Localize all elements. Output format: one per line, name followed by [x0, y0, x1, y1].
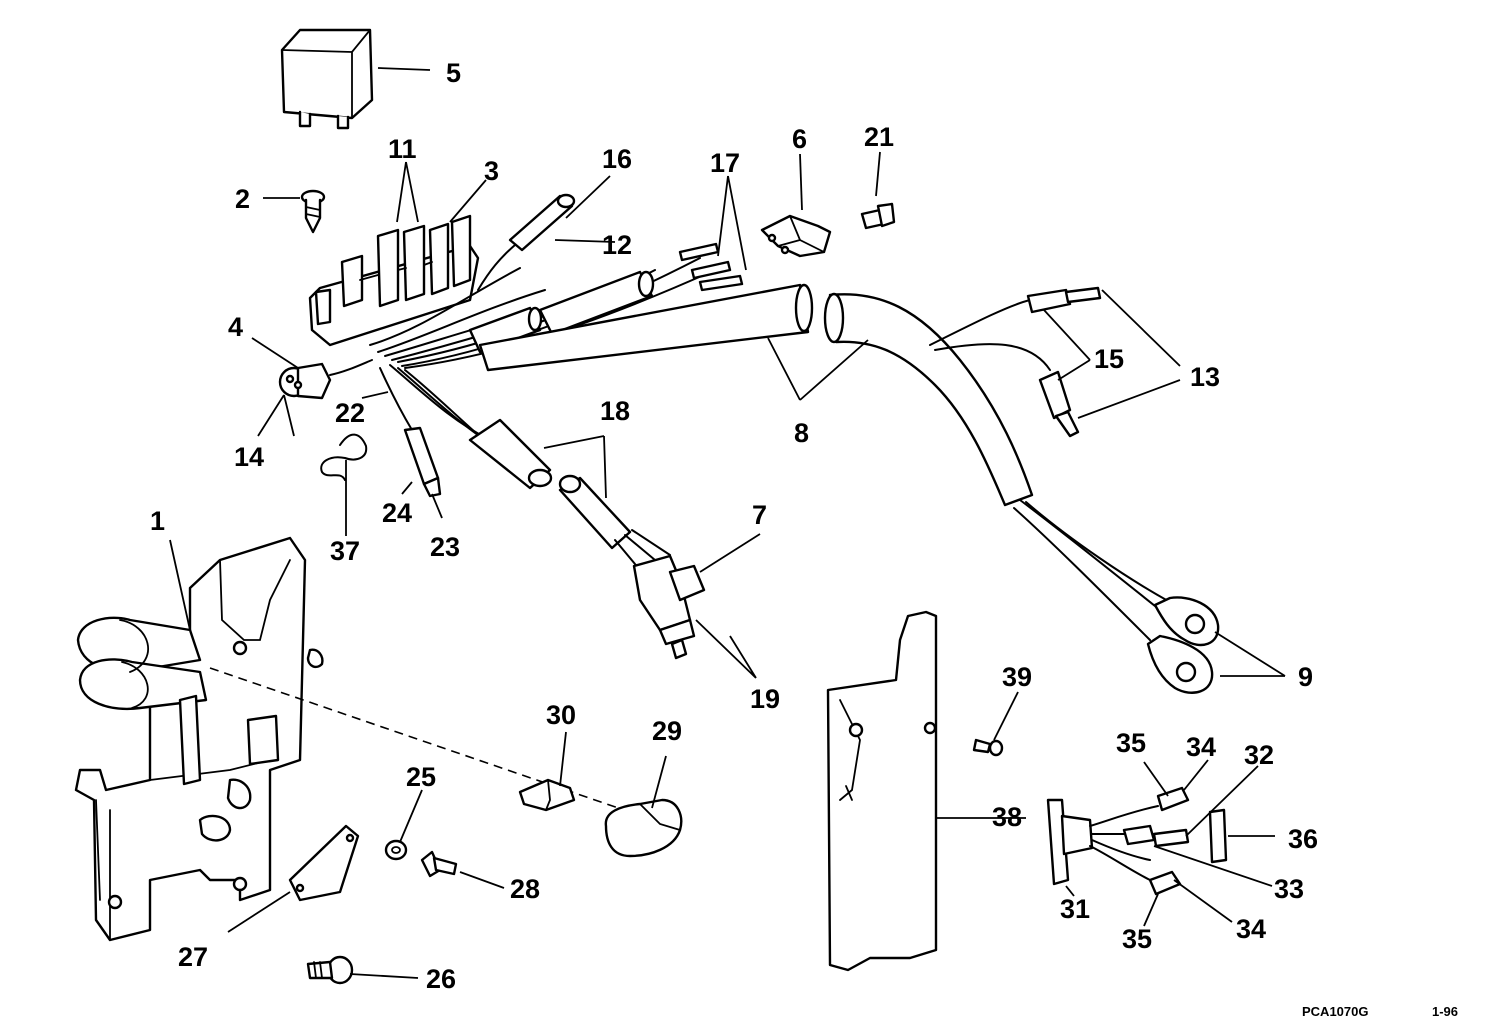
callout-19: 19	[750, 684, 780, 714]
drawing-date: 1-96	[1432, 1004, 1458, 1019]
part-terminal-block	[308, 214, 480, 347]
callout-2: 2	[235, 184, 250, 214]
callout-6: 6	[792, 124, 807, 154]
part-screw-39	[972, 738, 1004, 757]
part-switch-31	[1046, 786, 1190, 896]
callout-labels: 5 11 2 3 16 12 17 6 21 4 22 14 8 15 13 1…	[150, 58, 1318, 994]
callout-18: 18	[600, 396, 630, 426]
part-screw-26	[306, 955, 354, 985]
callout-35a: 35	[1116, 728, 1146, 758]
leader-lines	[169, 67, 1286, 979]
callout-3: 3	[484, 156, 499, 186]
callout-15: 15	[1094, 344, 1124, 374]
callout-14: 14	[234, 442, 264, 472]
callout-1: 1	[150, 506, 165, 536]
part-connectors-17	[678, 242, 744, 292]
part-screw-2	[300, 189, 326, 234]
callout-8: 8	[794, 418, 809, 448]
callout-24: 24	[382, 498, 412, 528]
part-clip-37	[320, 433, 368, 481]
callout-32: 32	[1244, 740, 1274, 770]
part-bracket-1	[74, 536, 324, 942]
callout-25: 25	[406, 762, 436, 792]
callout-27: 27	[178, 942, 208, 972]
callout-34a: 34	[1186, 732, 1216, 762]
callout-37: 37	[330, 536, 360, 566]
part-clip-36	[1208, 808, 1228, 864]
part-cap-29	[604, 798, 683, 858]
callout-36: 36	[1288, 824, 1318, 854]
part-nut-25	[384, 839, 408, 861]
callout-5: 5	[446, 58, 461, 88]
part-sleeve-16	[477, 193, 576, 291]
callout-39: 39	[1002, 662, 1032, 692]
part-cover-38	[826, 610, 938, 972]
callout-16: 16	[602, 144, 632, 174]
callout-35b: 35	[1122, 924, 1152, 954]
part-sensor-4	[278, 362, 332, 400]
part-wire-ends	[929, 286, 1220, 694]
callout-13: 13	[1190, 362, 1220, 392]
part-conduit	[468, 270, 1034, 507]
part-relay	[280, 28, 374, 130]
drawing-code: PCA1070G	[1302, 1004, 1368, 1019]
part-plug-23	[403, 426, 442, 498]
part-bolt-21	[860, 202, 896, 230]
part-screw-28	[420, 850, 458, 878]
callout-7: 7	[752, 500, 767, 530]
callout-12: 12	[602, 230, 632, 260]
callout-30: 30	[546, 700, 576, 730]
callout-23: 23	[430, 532, 460, 562]
callout-26: 26	[426, 964, 456, 994]
callout-38: 38	[992, 802, 1022, 832]
part-plate-27	[288, 824, 360, 902]
part-connector-7	[632, 554, 706, 660]
callout-9: 9	[1298, 662, 1313, 692]
callout-11: 11	[388, 134, 417, 164]
callout-22: 22	[335, 398, 365, 428]
callout-33: 33	[1274, 874, 1304, 904]
part-clamp-6	[760, 214, 832, 258]
callout-17: 17	[710, 148, 740, 178]
callout-34b: 34	[1236, 914, 1266, 944]
callout-21: 21	[864, 122, 894, 152]
callout-4: 4	[228, 312, 243, 342]
part-fuse-30	[518, 778, 576, 812]
callout-28: 28	[510, 874, 540, 904]
callout-29: 29	[652, 716, 682, 746]
callout-31: 31	[1060, 894, 1090, 924]
